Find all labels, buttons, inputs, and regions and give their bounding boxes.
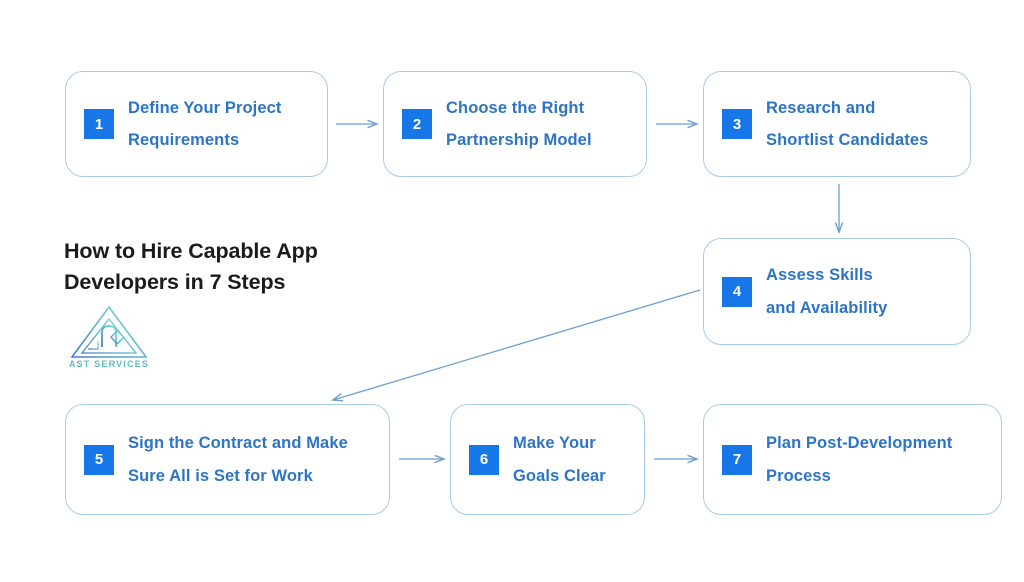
step-label-4-line2: and Availability bbox=[766, 298, 888, 317]
step-label-5-line2: Sure All is Set for Work bbox=[128, 466, 313, 485]
step-label-5: Sign the Contract and Make Sure All is S… bbox=[128, 427, 348, 491]
ast-services-logo: AST SERVICES bbox=[66, 303, 152, 375]
step-label-2: Choose the Right Partnership Model bbox=[446, 92, 592, 156]
step-label-7-line2: Process bbox=[766, 466, 831, 485]
step-label-2-line2: Partnership Model bbox=[446, 131, 592, 149]
step-box-1[interactable]: 1 Define Your Project Requirements bbox=[65, 71, 328, 177]
step-number-badge-2: 2 bbox=[402, 109, 432, 139]
step-number-badge-5: 5 bbox=[84, 444, 114, 475]
page-title: How to Hire Capable App Developers in 7 … bbox=[64, 236, 394, 298]
step-label-7: Plan Post-Development Process bbox=[766, 427, 952, 491]
step-number-badge-3: 3 bbox=[722, 109, 752, 139]
step-label-6: Make Your Goals Clear bbox=[513, 427, 606, 491]
page-title-line2: Developers in 7 Steps bbox=[64, 270, 286, 295]
step-number-badge-4: 4 bbox=[722, 276, 752, 307]
logo-wordmark: AST SERVICES bbox=[68, 359, 150, 369]
step-label-4-line1: Assess Skills bbox=[766, 266, 873, 285]
step-box-6[interactable]: 6 Make Your Goals Clear bbox=[450, 404, 645, 515]
step-label-5-line1: Sign the Contract and Make bbox=[128, 434, 348, 453]
step-box-4[interactable]: 4 Assess Skills and Availability bbox=[703, 238, 971, 345]
step-box-7[interactable]: 7 Plan Post-Development Process bbox=[703, 404, 1002, 515]
step-label-6-line2: Goals Clear bbox=[513, 466, 606, 485]
step-label-3-line2: Shortlist Candidates bbox=[766, 131, 929, 149]
step-label-2-line1: Choose the Right bbox=[446, 98, 585, 117]
step-label-7-line1: Plan Post-Development bbox=[766, 434, 953, 453]
step-box-2[interactable]: 2 Choose the Right Partnership Model bbox=[383, 71, 647, 177]
step-label-1: Define Your Project Requirements bbox=[128, 92, 282, 156]
ast-logo-mark bbox=[70, 305, 148, 358]
title-block: How to Hire Capable App Developers in 7 … bbox=[64, 236, 394, 298]
step-number-badge-6: 6 bbox=[469, 444, 499, 475]
step-box-5[interactable]: 5 Sign the Contract and Make Sure All is… bbox=[65, 404, 390, 515]
step-box-3[interactable]: 3 Research and Shortlist Candidates bbox=[703, 71, 971, 177]
step-label-3-line1: Research and bbox=[766, 98, 876, 117]
page-title-line1: How to Hire Capable App bbox=[64, 239, 318, 263]
step-label-1-line1: Define Your Project bbox=[128, 98, 282, 117]
step-label-4: Assess Skills and Availability bbox=[766, 259, 887, 323]
step-number-badge-7: 7 bbox=[722, 444, 752, 475]
step-label-1-line2: Requirements bbox=[128, 131, 240, 149]
step-number-badge-1: 1 bbox=[84, 109, 114, 139]
step-label-3: Research and Shortlist Candidates bbox=[766, 92, 928, 156]
step-label-6-line1: Make Your bbox=[513, 434, 596, 453]
arrow-step4-to-step5 bbox=[333, 289, 701, 400]
